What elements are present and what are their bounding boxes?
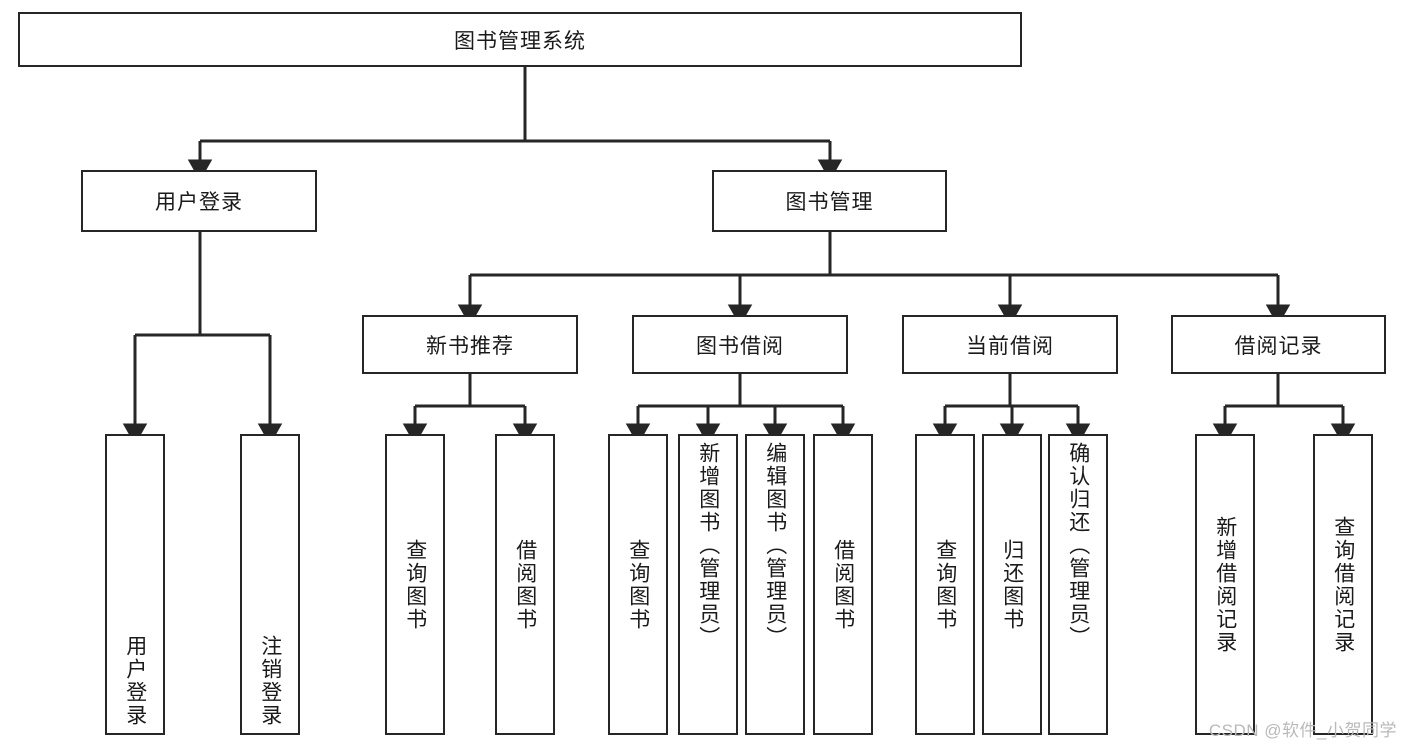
node-user-login-label: 用户登录 <box>155 191 243 214</box>
leaf-query-book-3[interactable]: 查询图书 <box>915 434 975 735</box>
leaf-query-book-3-label: 查询图书 <box>933 538 957 631</box>
leaf-edit-book[interactable]: 编辑图书（管理员） <box>745 434 805 735</box>
leaf-confirm-return[interactable]: 确认归还（管理员） <box>1048 434 1108 735</box>
leaf-borrow-book-1-label: 借阅图书 <box>513 538 537 631</box>
leaf-borrow-book-2-label: 借阅图书 <box>831 538 855 631</box>
leaf-add-book-label: 新增图书（管理员） <box>696 442 720 649</box>
leaf-query-record[interactable]: 查询借阅记录 <box>1313 434 1373 735</box>
leaf-confirm-return-label: 确认归还（管理员） <box>1066 442 1090 649</box>
leaf-add-record-label: 新增借阅记录 <box>1213 515 1237 654</box>
leaf-query-book-2[interactable]: 查询图书 <box>608 434 668 735</box>
node-book-manage[interactable]: 图书管理 <box>712 170 947 232</box>
node-borrow-record[interactable]: 借阅记录 <box>1171 315 1386 374</box>
node-user-login[interactable]: 用户登录 <box>81 170 317 232</box>
leaf-return-book-label: 归还图书 <box>1000 538 1024 631</box>
leaf-logout-label: 注销登录 <box>258 635 282 727</box>
leaf-borrow-book-2[interactable]: 借阅图书 <box>813 434 873 735</box>
leaf-query-book-2-label: 查询图书 <box>626 538 650 631</box>
node-root[interactable]: 图书管理系统 <box>18 12 1022 67</box>
node-current-borrow[interactable]: 当前借阅 <box>902 315 1118 374</box>
leaf-query-record-label: 查询借阅记录 <box>1331 515 1355 654</box>
leaf-return-book[interactable]: 归还图书 <box>982 434 1042 735</box>
node-new-book-rec[interactable]: 新书推荐 <box>362 315 578 374</box>
node-book-manage-label: 图书管理 <box>785 191 874 214</box>
leaf-query-book-1-label: 查询图书 <box>403 538 427 631</box>
leaf-user-login-label: 用户登录 <box>123 635 147 727</box>
node-book-borrow[interactable]: 图书借阅 <box>632 315 848 374</box>
node-borrow-record-label: 借阅记录 <box>1234 334 1323 358</box>
node-current-borrow-label: 当前借阅 <box>966 334 1054 358</box>
leaf-query-book-1[interactable]: 查询图书 <box>385 434 445 735</box>
node-new-book-rec-label: 新书推荐 <box>426 334 514 358</box>
leaf-add-book[interactable]: 新增图书（管理员） <box>678 434 738 735</box>
node-book-borrow-label: 图书借阅 <box>696 334 784 358</box>
watermark: CSDN @软件_小贺同学 <box>1208 721 1397 740</box>
leaf-user-login[interactable]: 用户登录 <box>105 434 165 735</box>
node-root-label: 图书管理系统 <box>454 29 586 53</box>
leaf-add-record[interactable]: 新增借阅记录 <box>1195 434 1255 735</box>
leaf-borrow-book-1[interactable]: 借阅图书 <box>495 434 555 735</box>
leaf-edit-book-label: 编辑图书（管理员） <box>763 442 787 649</box>
leaf-logout[interactable]: 注销登录 <box>240 434 300 735</box>
